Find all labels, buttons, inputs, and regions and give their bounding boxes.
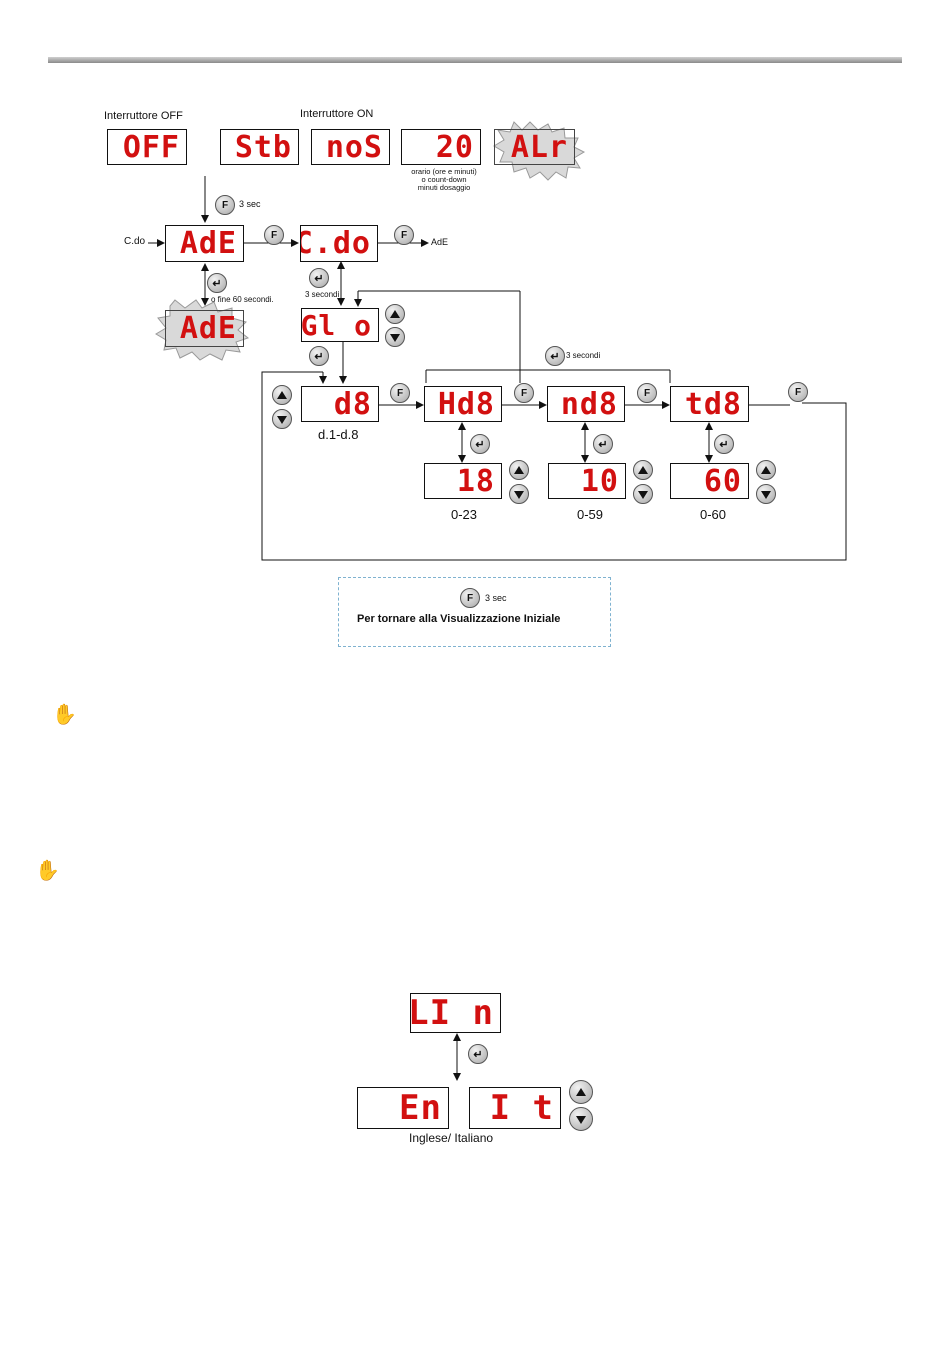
enter-button-icon[interactable]: ↵	[470, 434, 490, 454]
display-ade: AdE	[165, 225, 244, 262]
up-button-icon[interactable]	[509, 460, 529, 480]
enter-button-icon[interactable]: ↵	[545, 346, 565, 366]
display-duration-value: 60	[670, 463, 749, 499]
language-options-label: Inglese/ Italiano	[409, 1131, 494, 1145]
display-cdo: C.do	[300, 225, 378, 262]
tre-secondi-label: 3 secondi	[305, 290, 340, 299]
display-language: LI n	[410, 993, 501, 1033]
f-button-icon[interactable]: F	[637, 383, 657, 403]
f-button-icon[interactable]: F	[788, 382, 808, 402]
enter-button-icon[interactable]: ↵	[593, 434, 613, 454]
down-button-icon[interactable]	[756, 484, 776, 504]
return-instruction-box	[338, 577, 611, 647]
interruttore-off-label: Interruttore OFF	[104, 110, 183, 122]
ade-output-label: AdE	[431, 237, 449, 247]
up-button-icon[interactable]	[385, 304, 405, 324]
display-day: d8	[301, 386, 379, 422]
range-duration-label: 0-60	[700, 507, 727, 522]
fine-60-label: o fine 60 secondi.	[211, 295, 274, 304]
range-hours-label: 0-23	[451, 507, 478, 522]
display-hour-param: Hd8	[424, 386, 502, 422]
f-button-icon[interactable]: F	[215, 195, 235, 215]
alarm-starburst	[493, 121, 586, 181]
hand-note-icon: ✋	[52, 704, 77, 726]
display-ade-blinking: AdE	[165, 310, 244, 347]
display-minutes-value: 10	[548, 463, 626, 499]
interruttore-on-label: Interruttore ON	[300, 108, 374, 120]
ade-starburst	[155, 299, 250, 361]
display-nos: noS	[311, 129, 390, 165]
up-button-icon[interactable]	[633, 460, 653, 480]
footer-3sec-label: 3 sec	[485, 593, 507, 603]
display-hours-value: 18	[424, 463, 502, 499]
display-off: OFF	[107, 129, 187, 165]
f-button-icon[interactable]: F	[394, 225, 414, 245]
header-rule	[48, 57, 902, 63]
f-button-icon[interactable]: F	[264, 225, 284, 245]
enter-button-icon[interactable]: ↵	[309, 268, 329, 288]
range-minutes-label: 0-59	[577, 507, 604, 522]
f-button-icon[interactable]: F	[390, 383, 410, 403]
enter-button-icon[interactable]: ↵	[468, 1044, 488, 1064]
up-button-icon[interactable]	[569, 1080, 593, 1104]
display-stb: Stb	[220, 129, 299, 165]
display-time-param: td8	[670, 386, 749, 422]
tre-secondi-return-label: 3 secondi	[566, 351, 601, 360]
up-button-icon[interactable]	[756, 460, 776, 480]
display-alarm: ALr	[494, 129, 575, 165]
display-minute-param: nd8	[547, 386, 625, 422]
up-button-icon[interactable]	[272, 385, 292, 405]
hand-note-icon: ✋	[35, 860, 60, 882]
display-giorno: Gl o	[301, 308, 379, 342]
down-button-icon[interactable]	[272, 409, 292, 429]
down-button-icon[interactable]	[509, 484, 529, 504]
cdo-input-label: C.do	[124, 236, 146, 247]
display-italian: I t	[469, 1087, 561, 1129]
down-button-icon[interactable]	[633, 484, 653, 504]
enter-button-icon[interactable]: ↵	[309, 346, 329, 366]
down-button-icon[interactable]	[569, 1107, 593, 1131]
f-3sec-label: 3 sec	[239, 199, 261, 209]
enter-button-icon[interactable]: ↵	[714, 434, 734, 454]
range-day-label: d.1-d.8	[318, 427, 359, 442]
orario-note: orario (ore e minuti) o count-down minut…	[411, 167, 477, 192]
f-button-icon[interactable]: F	[460, 588, 480, 608]
display-clock-value: 20	[401, 129, 481, 165]
down-button-icon[interactable]	[385, 327, 405, 347]
f-button-icon[interactable]: F	[514, 383, 534, 403]
footer-instruction-text: Per tornare alla Visualizzazione Inizial…	[357, 613, 561, 625]
enter-button-icon[interactable]: ↵	[207, 273, 227, 293]
display-english: En	[357, 1087, 449, 1129]
